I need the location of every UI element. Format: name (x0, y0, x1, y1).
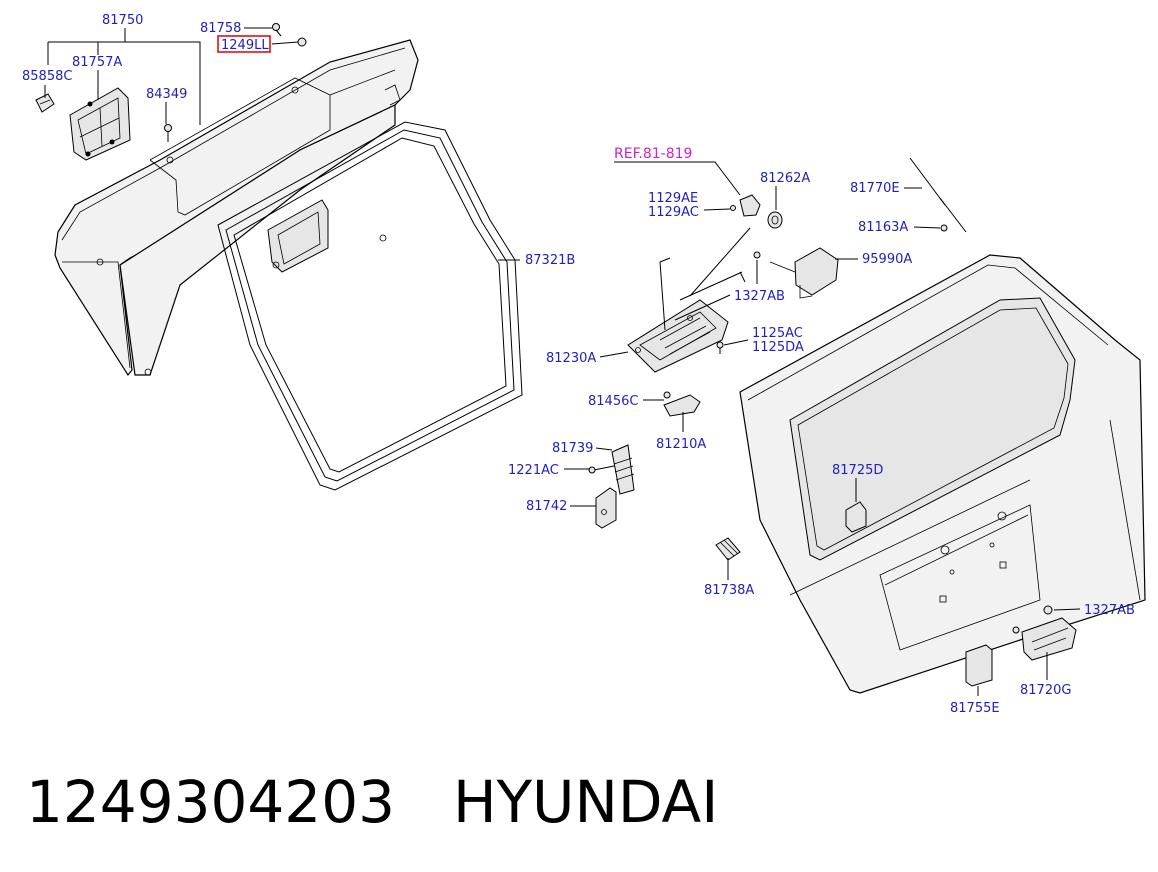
label-81262a: 81262A (760, 171, 810, 186)
leader-lines (44, 27, 1081, 696)
label-81163a: 81163A (858, 220, 908, 235)
key-cylinder (730, 194, 761, 217)
highlight-box-1249ll (217, 35, 271, 53)
bumper-81755e (965, 644, 993, 687)
screw-84349 (164, 124, 172, 142)
actuator-95990a (753, 247, 839, 299)
label-81210a: 81210A (656, 437, 706, 452)
label-1249ll: 1249LL (221, 38, 269, 53)
screw-1125 (716, 341, 724, 354)
tailgate-panel (739, 254, 1146, 694)
weatherstrip-seal (217, 121, 523, 491)
label-1125ac: 1125AC (752, 326, 803, 341)
label-95990a: 95990A (862, 252, 912, 267)
label-81720g: 81720G (1020, 683, 1071, 698)
access-cover (69, 87, 131, 161)
label-ref-81-819: REF.81-819 (614, 146, 692, 162)
stopper-81738a (715, 537, 741, 561)
label-1221ac: 1221AC (508, 463, 559, 478)
striker-81210a (663, 391, 701, 417)
bracket-81739 (611, 444, 635, 495)
bumper-81742 (595, 487, 617, 529)
gas-strut-81770e (909, 157, 967, 233)
label-87321b: 87321B (525, 253, 575, 268)
part-number: 1249304203 (26, 768, 396, 836)
label-85858c: 85858C (22, 69, 72, 84)
label-81757a: 81757A (72, 55, 122, 70)
label-81742: 81742 (526, 499, 567, 514)
screw-81758 (272, 23, 282, 37)
label-81230a: 81230A (546, 351, 596, 366)
label-81739: 81739 (552, 441, 593, 456)
bumper-81725d (845, 501, 867, 533)
label-1129ac: 1129AC (648, 205, 699, 220)
label-1129ae: 1129AE (648, 191, 698, 206)
parts-diagram: 81750 81758 1249LL 85858C 81757A 84349 8… (22, 13, 1146, 716)
label-81758: 81758 (200, 21, 241, 36)
label-81738a: 81738A (704, 583, 754, 598)
label-1327ab-bottom: 1327AB (1084, 603, 1135, 618)
bolt-1221ac (588, 465, 615, 474)
clip-85858c (35, 93, 55, 113)
label-81770e: 81770E (850, 181, 900, 196)
label-1327ab-top: 1327AB (734, 289, 785, 304)
label-1125da: 1125DA (752, 340, 804, 355)
label-81750: 81750 (102, 13, 143, 28)
label-84349: 84349 (146, 87, 187, 102)
label-81725d: 81725D (832, 463, 883, 478)
latch-81230a (627, 227, 751, 373)
nut-1249ll (297, 37, 307, 47)
ring-81262a (767, 211, 783, 229)
handle-81720g (1012, 617, 1077, 661)
label-81755e: 81755E (950, 701, 1000, 716)
service-hole-cover (267, 199, 387, 273)
tailgate-trim-panel (54, 39, 419, 377)
label-81456c: 81456C (588, 394, 638, 409)
nut-1327ab-bottom (1043, 605, 1053, 615)
brand-name: HYUNDAI (453, 768, 719, 836)
footer-caption: 1249304203 HYUNDAI (26, 762, 1146, 842)
